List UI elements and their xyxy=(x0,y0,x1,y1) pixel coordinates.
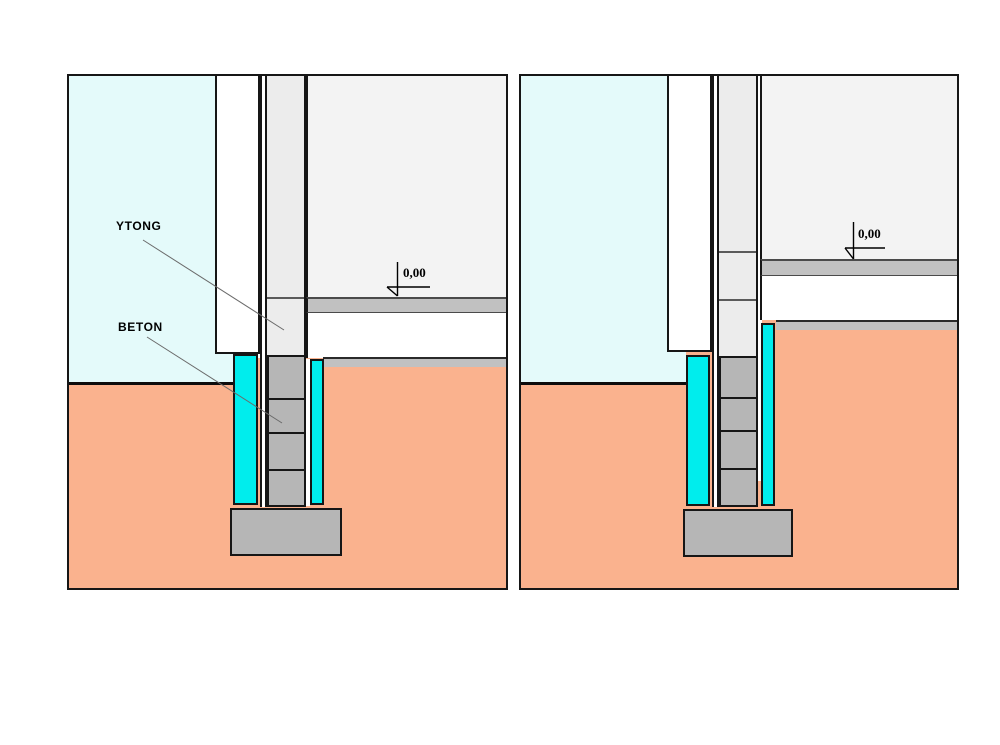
block-joint xyxy=(269,469,304,471)
floor-slab-band xyxy=(760,259,958,276)
interior-wall-finish xyxy=(667,74,712,352)
block-joint xyxy=(269,432,304,434)
interior-floor-line xyxy=(68,382,235,385)
beton-blocks-below-ground xyxy=(719,356,758,507)
insulation-strip-left xyxy=(233,354,258,505)
interior-region xyxy=(520,75,686,385)
panel-right-detail: 0,00 xyxy=(519,74,959,590)
block-joint xyxy=(721,468,756,470)
floor-underlay-band xyxy=(306,313,507,358)
ytong-wall-above-ground xyxy=(267,74,306,355)
interior-wall-finish xyxy=(215,74,260,354)
level-marker-label: 0,00 xyxy=(858,226,881,241)
air-gap-sliver-left xyxy=(712,74,719,507)
insulation-strip-right xyxy=(761,323,775,506)
panel-left-detail: YTONG BETON 0,00 xyxy=(67,74,508,590)
level-marker-label: 0,00 xyxy=(403,265,426,280)
air-gap-sliver-right xyxy=(306,359,310,506)
wall-course-joint xyxy=(719,299,756,301)
interior-floor-line xyxy=(520,382,689,385)
exterior-ground-band xyxy=(323,357,507,367)
ytong-wall-above-ground xyxy=(719,74,758,356)
wall-course-joint xyxy=(267,297,304,299)
floor-underlay-band xyxy=(760,276,958,320)
footing-block xyxy=(683,509,793,557)
floor-slab-band xyxy=(306,297,507,313)
block-joint xyxy=(721,397,756,399)
ytong-label: YTONG xyxy=(116,219,162,233)
insulation-strip-right xyxy=(310,359,324,505)
beton-blocks-below-ground xyxy=(267,355,306,507)
beton-label: BETON xyxy=(118,320,163,334)
floor-structure-region xyxy=(760,75,958,259)
wall-course-joint xyxy=(719,251,756,253)
exterior-ground-band xyxy=(776,320,958,330)
block-joint xyxy=(721,430,756,432)
air-gap-sliver-right xyxy=(758,320,762,481)
footing-block xyxy=(230,508,342,556)
interior-region xyxy=(68,75,233,385)
floor-structure-region xyxy=(306,75,507,297)
block-joint xyxy=(269,398,304,400)
air-gap-sliver-left xyxy=(260,74,267,507)
insulation-strip-left xyxy=(686,355,710,506)
